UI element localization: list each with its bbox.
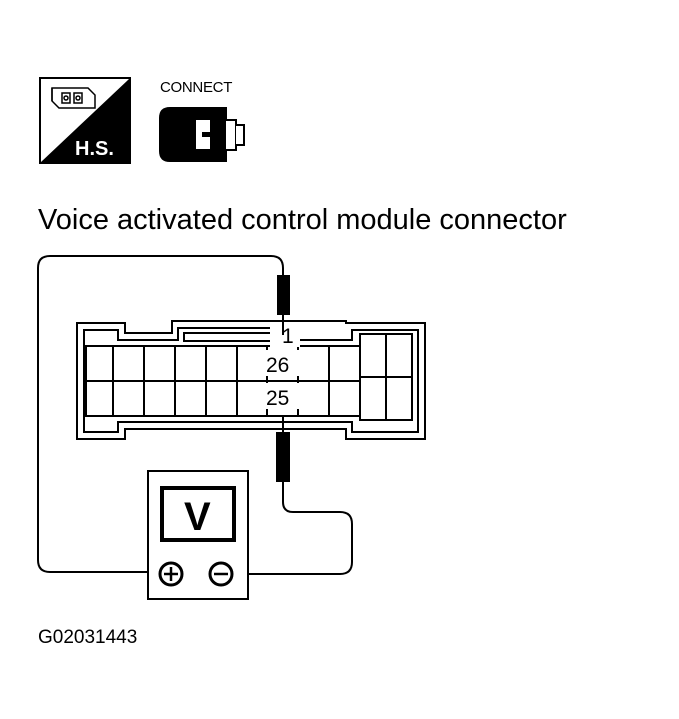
voltmeter-icon: V [147, 470, 249, 600]
test-leads [37, 255, 353, 575]
figure-code: G02031443 [38, 627, 137, 648]
pin-label-26: 26 [266, 354, 289, 377]
pin-label-25: 25 [266, 387, 289, 410]
voltmeter-label: V [184, 495, 211, 539]
connect-plug-icon: CONNECT [159, 79, 245, 162]
harness-side-connector-icon: H.S. [39, 77, 131, 164]
plus-terminal-icon [158, 561, 184, 587]
diagram-title: Voice activated control module connector [38, 204, 567, 236]
upper-probe [277, 275, 290, 335]
minus-terminal-icon [208, 561, 234, 587]
module-connector [76, 320, 426, 440]
connect-label: CONNECT [160, 79, 232, 96]
pin-labels: 1 26 25 [264, 323, 300, 410]
lower-probe [276, 415, 290, 482]
pin-label-1: 1 [282, 325, 294, 348]
hs-label: H.S. [75, 138, 114, 160]
